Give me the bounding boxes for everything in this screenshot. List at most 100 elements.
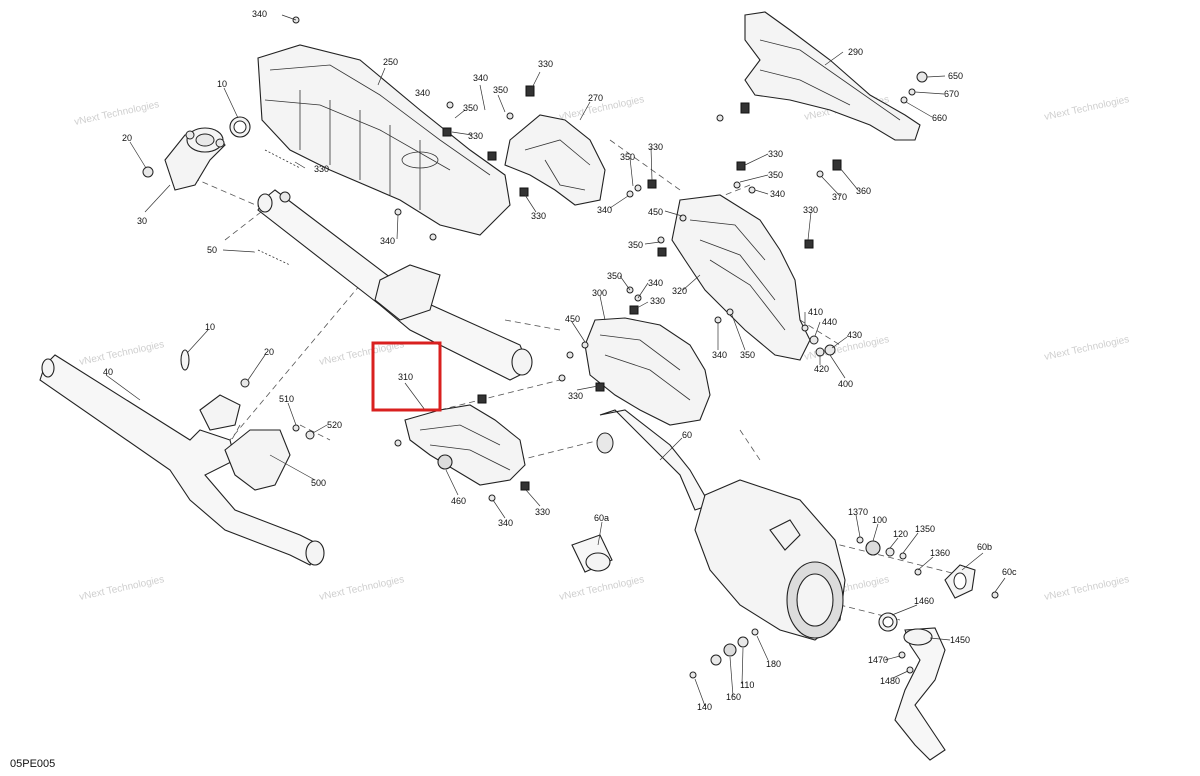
label-330: 330 [468, 131, 483, 141]
label-360: 360 [856, 186, 871, 196]
clip-330-i [520, 481, 530, 491]
spring-50 [257, 249, 291, 266]
watermark: vNext Technologies [1043, 574, 1130, 603]
label-350: 350 [768, 170, 783, 180]
label-330: 330 [535, 507, 550, 517]
clip-330-270 [525, 85, 535, 97]
flange-30 [164, 127, 226, 191]
watermark: vNext Technologies [73, 99, 160, 128]
label-290: 290 [848, 47, 863, 57]
watermark: vNext Technologies [78, 574, 165, 603]
rear-pipe-40 [39, 354, 325, 566]
label-100: 100 [872, 515, 887, 525]
bolt-340-310b [394, 439, 402, 447]
gasket-10-top [229, 116, 251, 138]
label-330: 330 [538, 59, 553, 69]
label-330: 330 [650, 296, 665, 306]
watermark: vNext Technologies [558, 574, 645, 603]
clip-330-310 [477, 394, 487, 404]
label-350: 350 [620, 152, 635, 162]
label-110: 110 [740, 680, 754, 690]
bracket-500 [224, 429, 291, 491]
heat-shield-320 [671, 194, 811, 361]
nut-20-lower [240, 378, 250, 388]
label-180: 180 [766, 659, 781, 669]
label-40: 40 [103, 367, 113, 377]
watermark: vNext Technologies [78, 339, 165, 368]
washer-440 [809, 335, 819, 345]
label-520: 520 [327, 420, 342, 430]
label-1360: 1360 [930, 548, 950, 558]
label-300: 300 [592, 288, 607, 298]
label-340: 340 [498, 518, 513, 528]
label-60c: 60c [1002, 567, 1017, 577]
grommet-650 [916, 71, 928, 83]
label-650: 650 [948, 71, 963, 81]
label-400: 400 [838, 379, 853, 389]
leader-lines [105, 14, 1006, 707]
label-340: 340 [415, 88, 430, 98]
label-450: 450 [648, 207, 663, 217]
front-pipe [257, 189, 533, 381]
washer-450 [581, 341, 589, 349]
tailpipe-1450 [894, 627, 946, 761]
bracket-270 [504, 114, 606, 206]
heat-shield-290 [744, 11, 921, 141]
label-250: 250 [383, 57, 398, 67]
label-510: 510 [279, 394, 294, 404]
label-1450: 1450 [950, 635, 970, 645]
muffler-60 [596, 409, 846, 641]
label-310: 310 [398, 372, 413, 382]
label-350: 350 [628, 240, 643, 250]
watermark: vNext Technologies [1043, 334, 1130, 363]
nut-20-top [142, 166, 154, 178]
label-440: 440 [822, 317, 837, 327]
label-500: 500 [311, 478, 326, 488]
bolt-660 [900, 96, 908, 104]
bolt-1480 [906, 666, 914, 674]
label-340: 340 [648, 278, 663, 288]
heat-shield-300 [584, 317, 711, 426]
label-50: 50 [207, 245, 217, 255]
spring-330-top [264, 149, 301, 169]
label-350: 350 [740, 350, 755, 360]
label-140: 140 [697, 702, 712, 712]
label-1470: 1470 [868, 655, 888, 665]
label-340: 340 [770, 189, 785, 199]
heat-shield-310 [404, 404, 526, 486]
label-320: 320 [672, 286, 687, 296]
mount-hardware [689, 536, 922, 679]
washer-670 [908, 88, 916, 96]
label-1370: 1370 [848, 507, 868, 517]
label-330: 330 [531, 211, 546, 221]
nut-520 [305, 430, 315, 440]
bolt-340-310 [488, 494, 496, 502]
flange-60b [944, 564, 976, 599]
nut-420 [815, 347, 825, 357]
washer-350-a [506, 112, 514, 120]
sleeve-60a [571, 534, 613, 573]
label-20: 20 [264, 347, 274, 357]
bolt-60c [991, 591, 999, 599]
label-10: 10 [217, 79, 227, 89]
grommet-460 [437, 454, 453, 470]
label-270: 270 [588, 93, 603, 103]
highlight-box [371, 341, 442, 412]
assembly-lines [174, 139, 961, 621]
label-670: 670 [944, 89, 959, 99]
label-1480: 1480 [880, 676, 900, 686]
label-160: 160 [726, 692, 741, 702]
label-20: 20 [122, 133, 132, 143]
clip-330-a [442, 127, 452, 137]
label-60: 60 [682, 430, 692, 440]
label-350: 350 [493, 85, 508, 95]
label-330: 330 [314, 164, 329, 174]
part-labels: 340 250 10 20 30 50 330 340 340 350 350 … [103, 9, 1017, 712]
clip-330-300 [595, 382, 605, 392]
clip-360 [832, 159, 842, 171]
label-10: 10 [205, 322, 215, 332]
figure-code: 05PE005 [10, 758, 55, 770]
washer-510 [292, 424, 300, 432]
nut-1470 [898, 651, 906, 659]
